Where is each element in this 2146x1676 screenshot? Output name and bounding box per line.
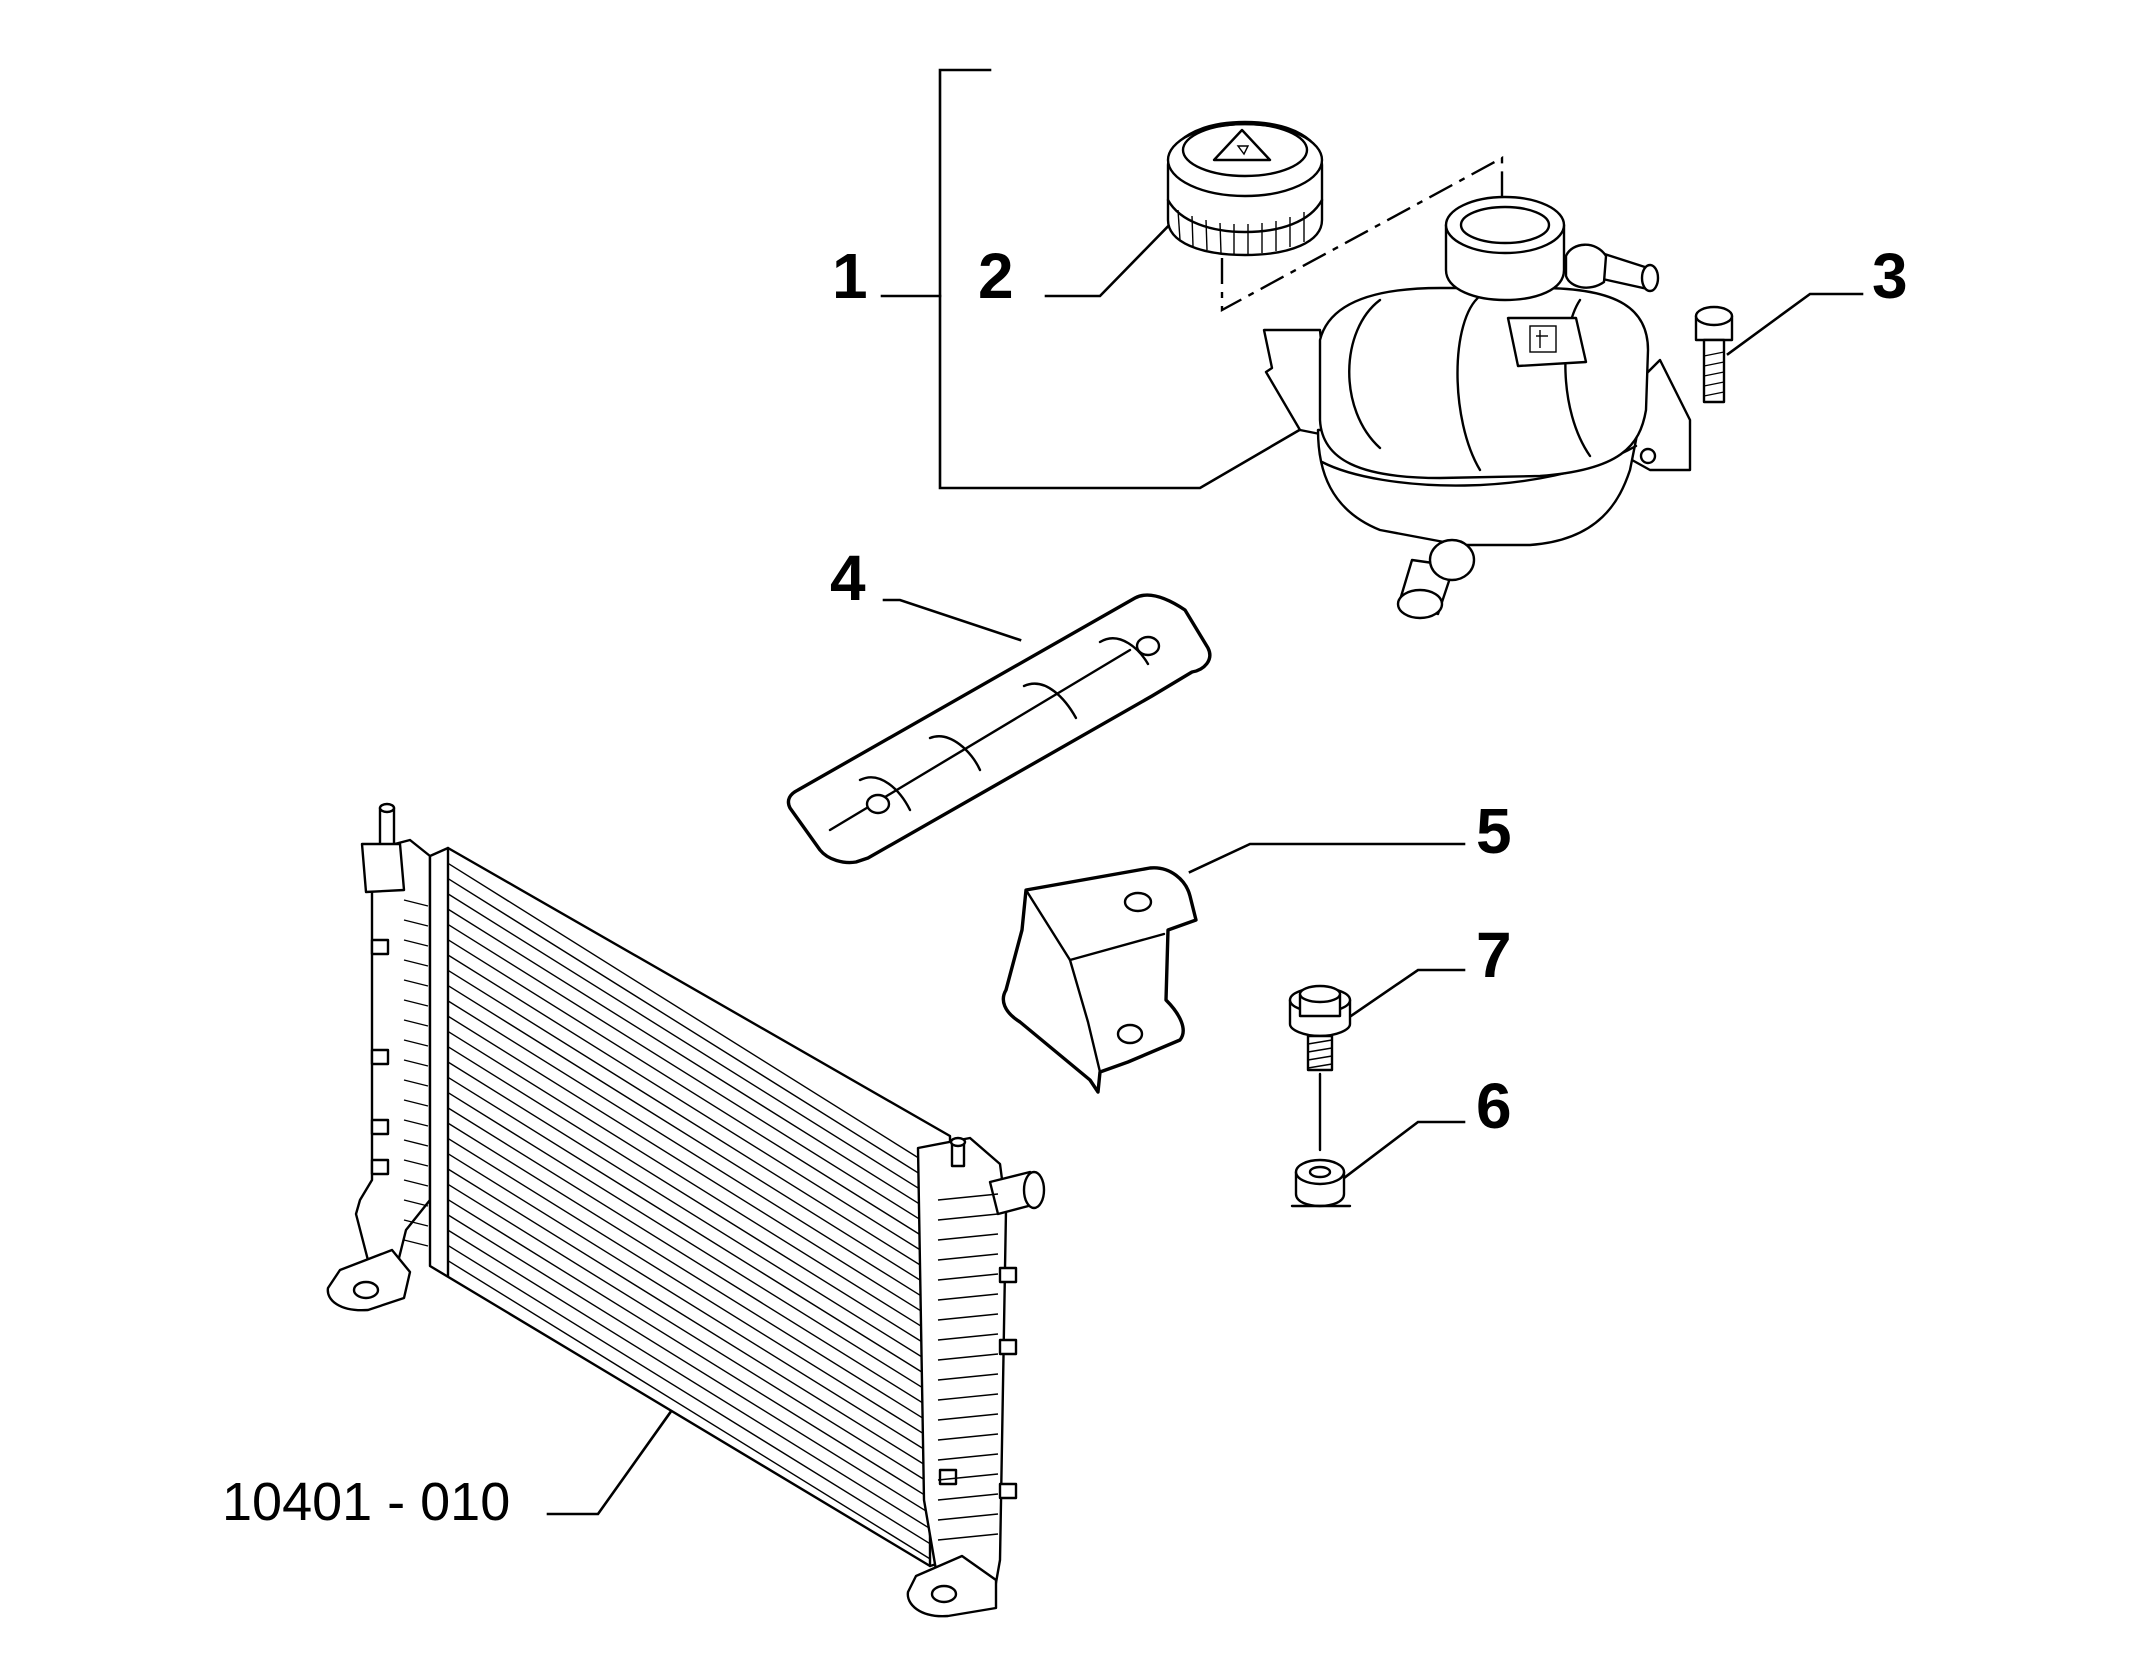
right-tank-rib [937, 1273, 999, 1281]
radiator-fin [447, 1183, 931, 1484]
radiator-fin [447, 984, 931, 1287]
left-tank-rib [403, 919, 429, 927]
right-tank-rib [937, 1253, 999, 1261]
radiator-fin [447, 923, 931, 1227]
leader-6 [1342, 1120, 1466, 1180]
right-tank-rib [937, 1373, 999, 1381]
radiator-fin [447, 1260, 931, 1560]
expansion-tank[interactable] [1262, 195, 1692, 620]
right-tank-rib [937, 1433, 999, 1441]
radiator-fin [447, 893, 931, 1197]
left-tank-rib [403, 959, 429, 967]
radiator-fin [447, 969, 931, 1272]
leader-4 [882, 598, 1022, 642]
left-tank-rib [403, 1179, 429, 1187]
leader-5 [1188, 842, 1466, 874]
radiator-fin [447, 1061, 931, 1363]
radiator-fin [447, 1244, 931, 1545]
right-tank-rib [937, 1413, 999, 1421]
right-tank-rib [937, 1193, 999, 1201]
right-tank-rib [937, 1533, 999, 1541]
radiator-fin [447, 1091, 931, 1393]
left-tank-rib [403, 1159, 429, 1167]
bolt-item-3[interactable] [1694, 305, 1734, 404]
callout-7[interactable]: 7 [1476, 919, 1512, 991]
right-tank-rib [937, 1213, 999, 1221]
callout-6[interactable]: 6 [1476, 1070, 1512, 1142]
pressure-cap[interactable] [1166, 120, 1324, 257]
radiator-fin [447, 1198, 931, 1499]
radiator-fin [447, 1030, 931, 1333]
left-tank-rib [403, 939, 429, 947]
grommet-item-6[interactable] [1290, 1158, 1352, 1208]
radiator-fin [447, 1015, 931, 1318]
leader-1-bracket [938, 68, 1322, 490]
leader-3 [1726, 292, 1864, 356]
left-tank-rib [403, 1119, 429, 1127]
warning-triangle-icon [1212, 128, 1272, 162]
left-tank-rib [403, 1239, 429, 1247]
right-tank-rib [937, 1453, 999, 1461]
radiator-fin [447, 1214, 931, 1515]
radiator-fin [447, 1046, 931, 1348]
radiator-fin [447, 862, 931, 1166]
right-tank-rib [937, 1513, 999, 1521]
leader-reference [546, 1408, 674, 1516]
left-tank-rib [403, 999, 429, 1007]
right-tank-rib [937, 1293, 999, 1301]
left-tank-rib [403, 1219, 429, 1227]
radiator-fin [447, 1107, 931, 1409]
radiator-assembly[interactable] [326, 802, 1046, 1618]
left-tank-rib [403, 1139, 429, 1147]
left-tank-rib [403, 1019, 429, 1027]
right-tank-rib [937, 1473, 999, 1481]
left-tank-rib [403, 1099, 429, 1107]
radiator-fin [447, 1122, 931, 1424]
radiator-fin [447, 1153, 931, 1454]
callout-2[interactable]: 2 [978, 240, 1014, 312]
radiator-fin [447, 1137, 931, 1439]
right-tank-rib [937, 1393, 999, 1401]
callout-5[interactable]: 5 [1476, 795, 1512, 867]
diagram-reference-number: 10401 - 010 [222, 1472, 510, 1532]
radiator-fin [447, 877, 931, 1181]
flange-bolt-item-7[interactable] [1288, 984, 1352, 1072]
radiator-tank-ribs [403, 899, 999, 1541]
callout-4[interactable]: 4 [830, 542, 866, 614]
right-tank-rib [937, 1233, 999, 1241]
callout-1[interactable]: 1 [832, 240, 868, 312]
assembly-axis-cap [1220, 155, 1504, 313]
right-tank-rib [937, 1493, 999, 1501]
right-tank-rib [937, 1333, 999, 1341]
left-tank-rib [403, 979, 429, 987]
left-tank-rib [403, 1079, 429, 1087]
l-bracket-item-5[interactable] [1001, 866, 1198, 1094]
left-tank-rib [403, 1199, 429, 1207]
radiator-fin [447, 1076, 931, 1378]
radiator-fin [447, 908, 931, 1212]
cap-ridges [1177, 209, 1305, 254]
right-tank-rib [937, 1313, 999, 1321]
mounting-bracket-item-4[interactable] [786, 593, 1212, 865]
right-tank-rib [937, 1353, 999, 1361]
left-tank-rib [403, 1059, 429, 1067]
callout-3[interactable]: 3 [1872, 240, 1908, 312]
radiator-fin [447, 1168, 931, 1469]
leader-7 [1346, 968, 1466, 1020]
left-tank-rib [403, 1039, 429, 1047]
leader-lines [546, 68, 1864, 1516]
radiator-fin [447, 954, 931, 1257]
leader-2 [1044, 212, 1182, 298]
radiator-fin [447, 1229, 931, 1530]
radiator-fin [447, 1000, 931, 1303]
radiator-core-fins [447, 862, 931, 1560]
left-tank-rib [403, 899, 429, 907]
radiator-fin [447, 939, 931, 1242]
